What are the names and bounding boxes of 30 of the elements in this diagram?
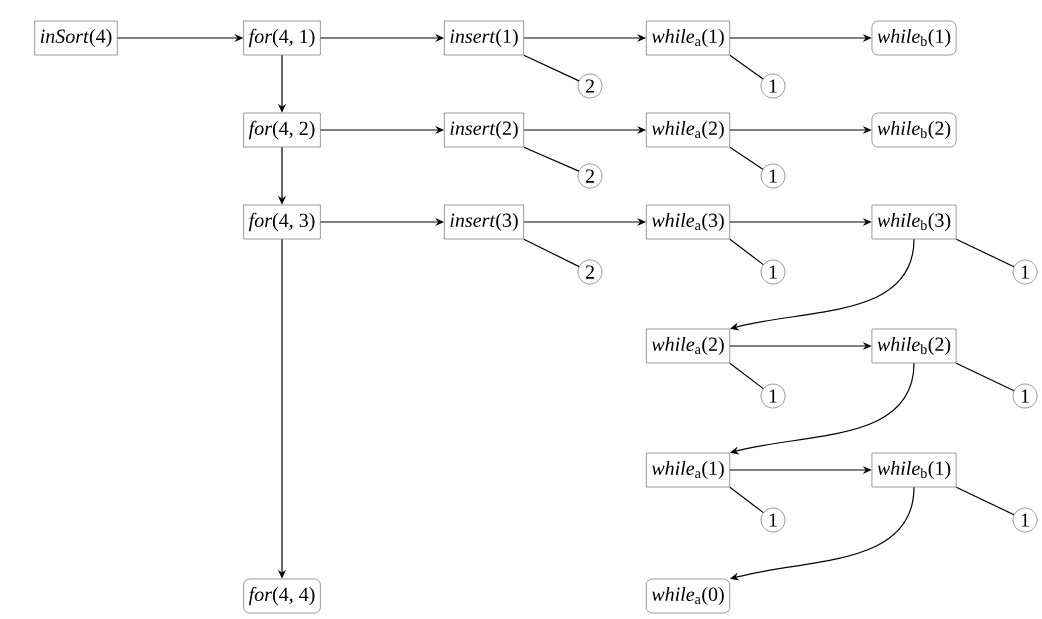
leader-line — [955, 362, 1015, 392]
leader-line — [955, 238, 1015, 268]
leader-line — [729, 54, 764, 80]
leader-line — [729, 146, 764, 170]
process-box: for(4, 2) — [243, 112, 321, 148]
leader-line — [523, 54, 580, 82]
leader-line — [523, 238, 580, 268]
process-box: while$_{a}$(1) — [646, 452, 730, 488]
process-box: for(4, 3) — [243, 204, 321, 240]
terminal-box: while$_{b}$(2) — [871, 112, 957, 148]
leader-line — [729, 486, 764, 514]
process-box: while$_{a}$(2) — [646, 328, 730, 364]
terminal-box: for(4, 4) — [243, 578, 321, 614]
process-box: for(4, 1) — [243, 20, 321, 56]
process-box: insert(3) — [444, 204, 524, 240]
process-box: while$_{a}$(1) — [646, 20, 730, 56]
terminal-box: while$_{a}$(0) — [646, 578, 730, 614]
process-box: while$_{a}$(2) — [646, 112, 730, 148]
process-box: while$_{b}$(2) — [871, 328, 957, 364]
process-box: while$_{a}$(3) — [646, 204, 730, 240]
process-box: inSort(4) — [34, 20, 118, 56]
process-box: insert(2) — [444, 112, 524, 148]
process-box: while$_{b}$(3) — [871, 204, 957, 240]
leader-line — [955, 486, 1015, 516]
process-box: insert(1) — [444, 20, 524, 56]
leader-line — [729, 238, 764, 266]
leader-line — [729, 362, 764, 390]
terminal-box: while$_{b}$(1) — [871, 20, 957, 56]
leader-line — [523, 146, 580, 172]
process-box: while$_{b}$(1) — [871, 452, 957, 488]
